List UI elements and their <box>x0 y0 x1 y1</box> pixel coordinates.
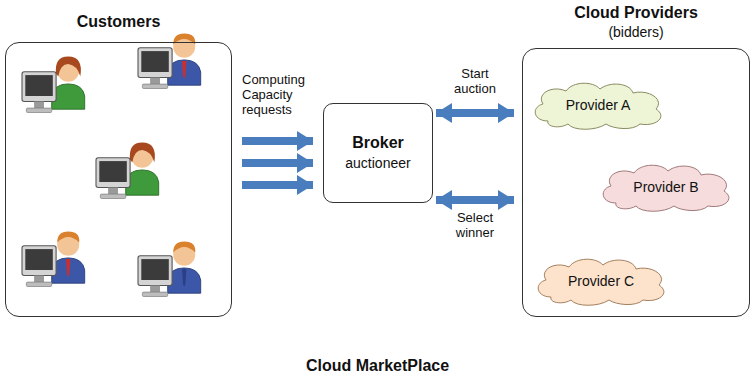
box-subtitle: auctioneer <box>345 153 410 173</box>
user-icon <box>22 56 85 112</box>
flow-arrow <box>242 137 313 145</box>
flow-arrow <box>242 181 313 189</box>
user-icon <box>96 142 159 198</box>
edge-label: Start auction <box>440 66 510 96</box>
group-panel: Customers <box>5 42 232 317</box>
user-icon <box>22 232 85 287</box>
cloud-label: Provider C <box>568 272 634 290</box>
box-title: Broker <box>352 133 404 153</box>
flow-arrow <box>436 109 514 117</box>
edge-label: Select winner <box>440 210 510 240</box>
group-panel: Cloud Providers(bidders)Provider AProvid… <box>522 48 750 317</box>
group-heading: (bidders) <box>523 23 749 41</box>
diagram-caption: Cloud MarketPlace <box>0 356 755 376</box>
group-heading: Cloud Providers <box>523 3 749 23</box>
broker-box: Brokerauctioneer <box>323 103 433 203</box>
user-icon <box>138 242 201 297</box>
group-heading: Customers <box>6 12 231 32</box>
flow-arrow <box>242 159 313 167</box>
provider-cloud: Provider A <box>528 79 668 131</box>
flow-arrow <box>436 196 514 204</box>
cloud-label: Provider B <box>633 178 698 196</box>
provider-cloud: Provider C <box>531 255 671 307</box>
cloud-label: Provider A <box>566 96 631 114</box>
edge-label: Computing Capacity requests <box>242 72 322 117</box>
provider-cloud: Provider B <box>596 161 736 213</box>
